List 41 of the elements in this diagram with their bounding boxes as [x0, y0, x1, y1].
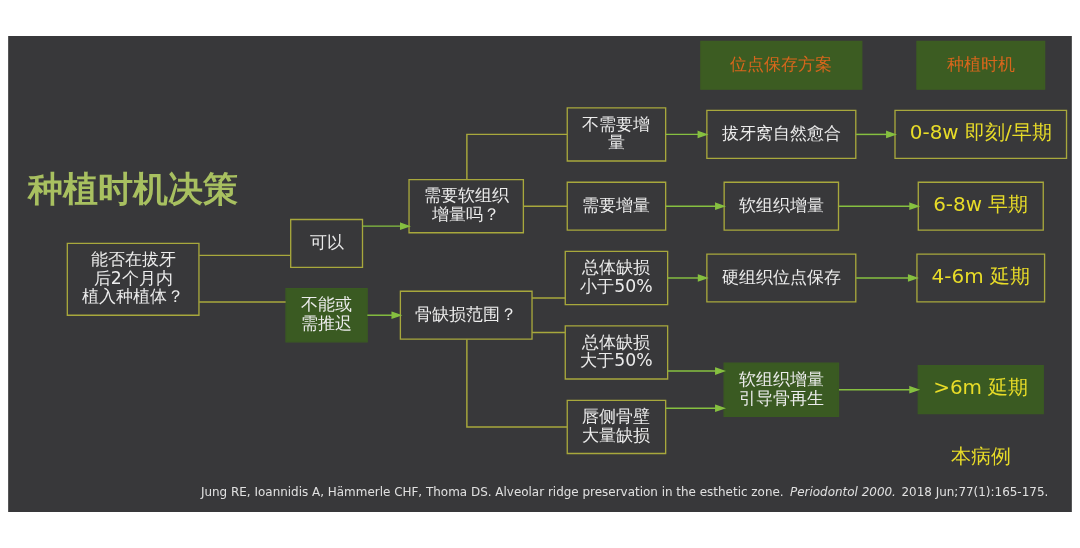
node-box: 硬组织位点保存 [706, 253, 857, 303]
node-box: 0-8w 即刻/早期 [894, 109, 1068, 159]
arrow [838, 202, 921, 210]
arrow [855, 130, 897, 139]
node-box: 软组织增量引导骨再生 [723, 362, 840, 417]
arrow [361, 222, 411, 230]
connector [531, 297, 566, 299]
connector [531, 331, 566, 334]
arrow [366, 311, 403, 320]
node-box: 可以 [290, 218, 364, 268]
node-box: 总体缺损小于50% [564, 250, 669, 306]
arrow [665, 202, 726, 210]
node-box: 不能或需推迟 [285, 287, 368, 343]
arrow [855, 274, 919, 282]
arrow [667, 367, 726, 375]
node-box: 唇侧骨壁大量缺损 [566, 399, 667, 455]
node-box: 骨缺损范围？ [399, 290, 533, 340]
connector [522, 205, 568, 207]
caption: Jung RE, Ioannidis A, Hämmerle CHF, Thoma DS. Alveolar ridge preservation in the esthetic zone. Periodontol 2000. 2018 Jun;77(1):165-175. [200, 485, 1049, 500]
arrow [667, 274, 709, 282]
node-box: 拔牙窝自然愈合 [706, 109, 857, 159]
connector [198, 254, 291, 257]
diagram-title: 种植时机决策 [28, 169, 239, 210]
arrow [838, 385, 921, 394]
connector [198, 301, 287, 303]
node-box: 4-6m 延期 [916, 253, 1046, 303]
node-box: 软组织增量 [723, 181, 840, 231]
node-box: 总体缺损大于50% [564, 325, 669, 380]
connector [466, 133, 568, 181]
node-box: 能否在拔牙后2个月内植入种植体？ [66, 242, 200, 316]
arrow [665, 404, 726, 413]
node-box: 需要增量 [566, 181, 667, 231]
arrow [665, 130, 709, 139]
node-box: 需要软组织增量吗？ [408, 178, 525, 234]
node-box: >6m 延期 [917, 365, 1044, 415]
connector [466, 338, 568, 428]
node-box: 不需要增量 [566, 107, 667, 162]
node-box: 6-8w 早期 [917, 181, 1044, 231]
node-box: 种植时机 [916, 40, 1046, 90]
node-box: 位点保存方案 [700, 40, 863, 90]
label: 本病例 [950, 444, 1011, 469]
